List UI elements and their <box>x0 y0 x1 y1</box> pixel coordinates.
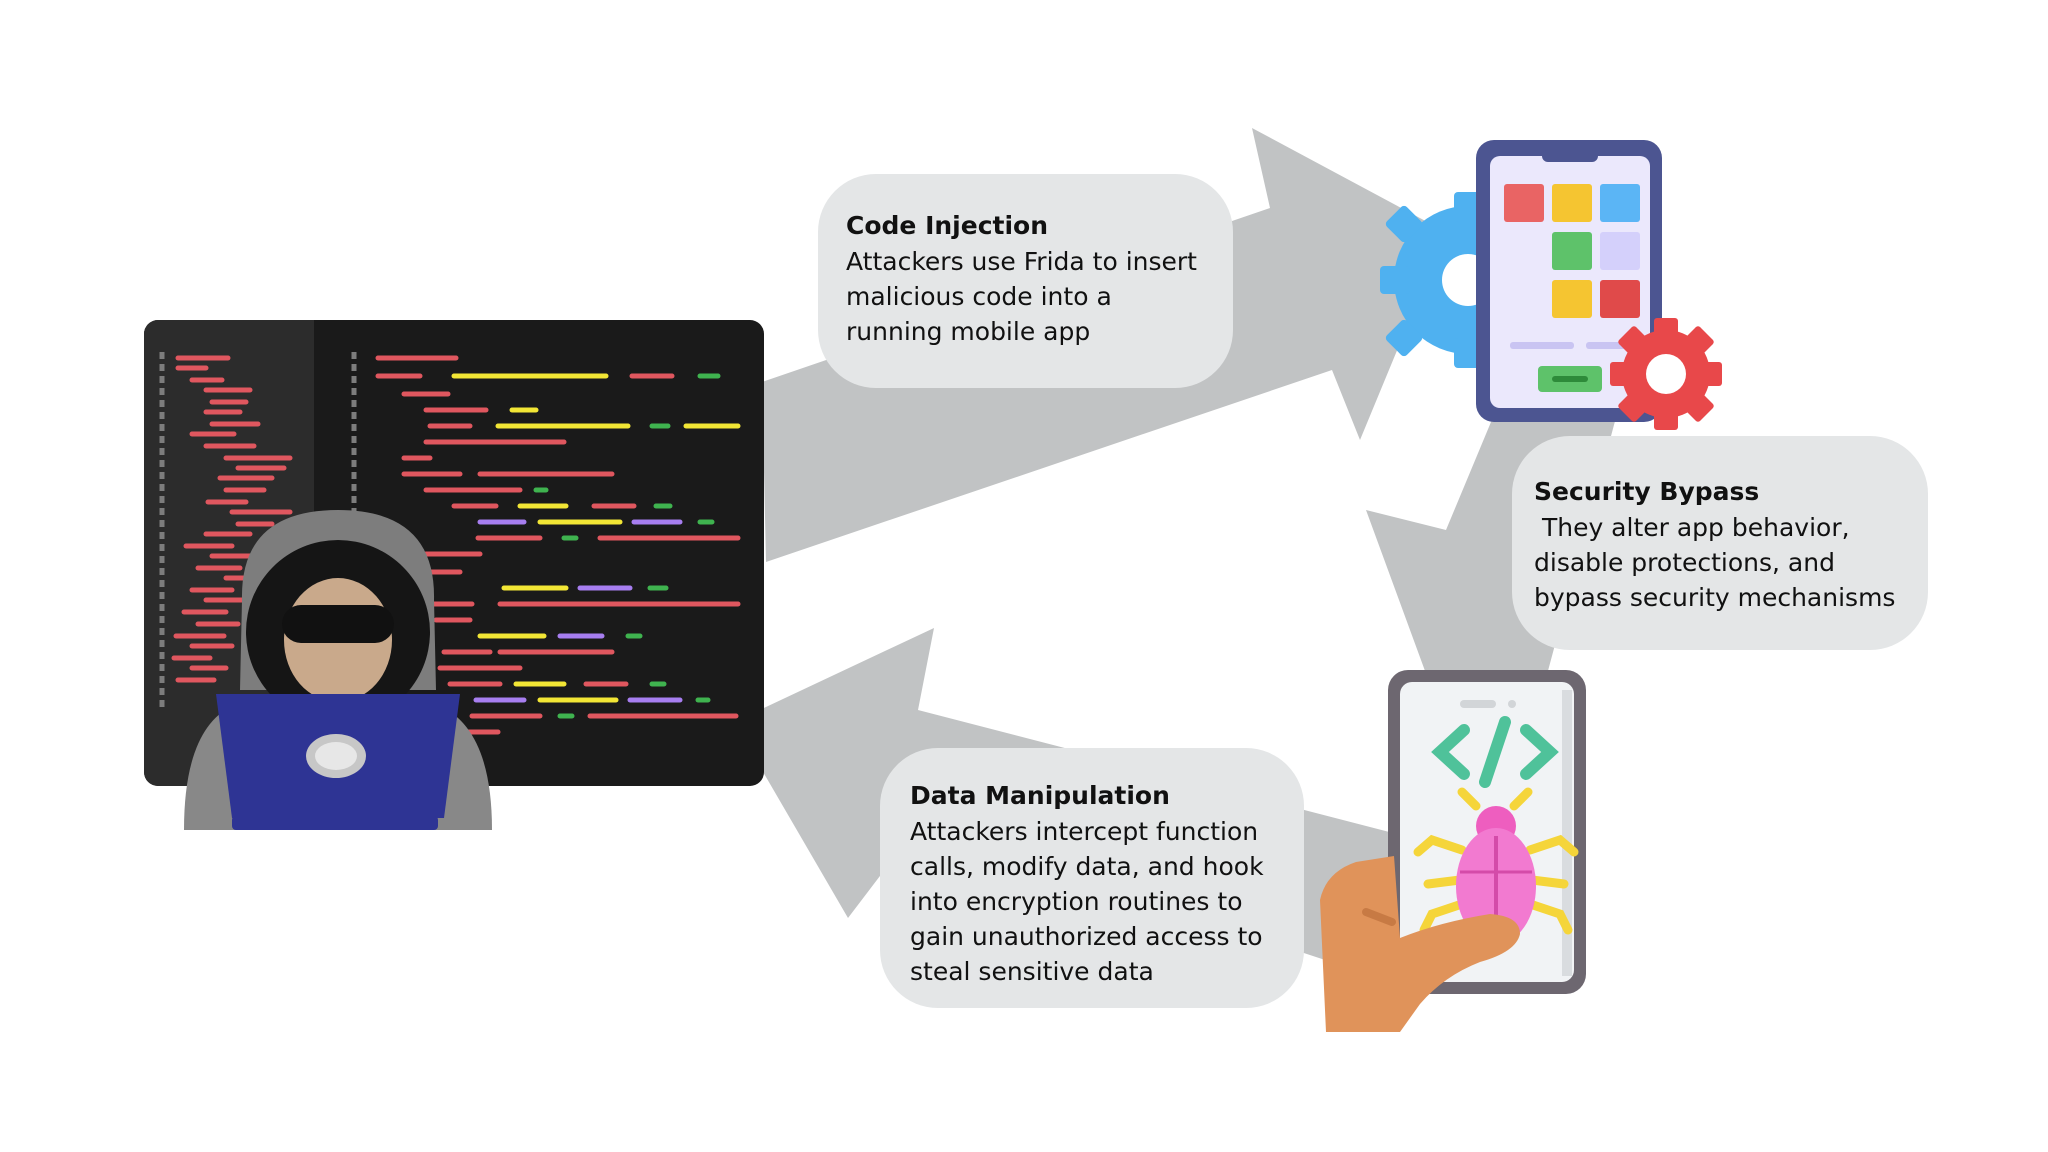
data-manipulation-description: Attackers intercept function calls, modi… <box>910 814 1304 989</box>
phone-settings-icon <box>1380 140 1722 430</box>
hand-icon <box>1320 856 1520 1032</box>
code-brackets-icon <box>1431 716 1559 788</box>
code-injection-title: Code Injection <box>846 211 1049 240</box>
code-lines <box>171 355 741 735</box>
security-bypass-description: They alter app behavior, disable protect… <box>1534 510 1928 615</box>
data-manipulation-callout: Data Manipulation Attackers intercept fu… <box>880 748 1304 1008</box>
hacker-icon <box>184 510 492 830</box>
data-manipulation-line: Attackers intercept function <box>910 817 1259 846</box>
phone-bug-icon <box>1320 670 1586 1032</box>
security-bypass-callout: Security Bypass They alter app behavior,… <box>1512 436 1928 650</box>
code-injection-description: Attackers use Frida to insert malicious … <box>846 244 1233 349</box>
security-bypass-line: They alter app behavior, <box>1534 513 1850 542</box>
security-bypass-line: disable protections, and <box>1534 548 1835 577</box>
data-manipulation-line: into encryption routines to <box>910 887 1243 916</box>
data-manipulation-line: steal sensitive data <box>910 957 1154 986</box>
bug-icon <box>1413 787 1579 944</box>
code-injection-line: Attackers use Frida to insert <box>846 247 1197 276</box>
data-manipulation-line: gain unauthorized access to <box>910 922 1263 951</box>
code-injection-line: running mobile app <box>846 317 1091 346</box>
code-injection-callout: Code Injection Attackers use Frida to in… <box>818 174 1233 388</box>
code-injection-line: malicious code into a <box>846 282 1112 311</box>
data-manipulation-title: Data Manipulation <box>910 781 1170 810</box>
data-manipulation-line: calls, modify data, and hook <box>910 852 1264 881</box>
security-bypass-title: Security Bypass <box>1534 477 1760 506</box>
security-bypass-line: bypass security mechanisms <box>1534 583 1896 612</box>
